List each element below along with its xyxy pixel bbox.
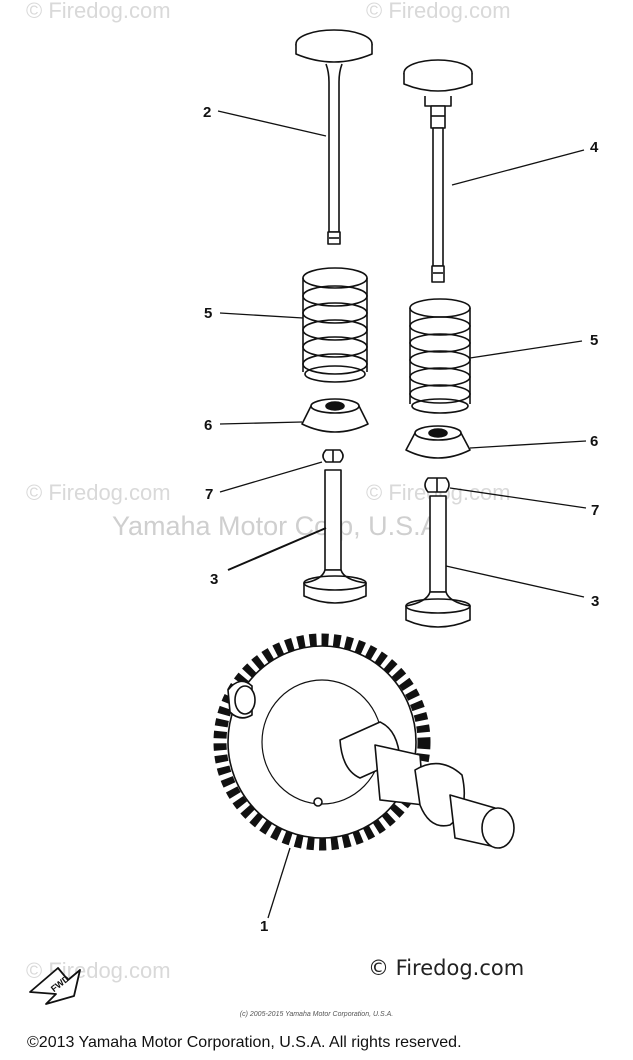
valve-part-3-left xyxy=(303,469,367,604)
callout-part-5-right: 5 xyxy=(590,332,598,349)
callout-part-3-right: 3 xyxy=(591,593,599,610)
watermark-top-left: © Firedog.com xyxy=(26,0,171,23)
fwd-arrow-icon xyxy=(29,967,81,1005)
watermark-center: Yamaha Motor Corp, U.S.A. xyxy=(112,511,446,541)
valve-part-2 xyxy=(295,29,373,245)
callout-part-6-left: 6 xyxy=(204,417,212,434)
callout-part-5-left: 5 xyxy=(204,305,212,322)
collet-part-7-left xyxy=(322,449,344,463)
spring-part-5-left xyxy=(302,267,368,383)
watermark-top-right: © Firedog.com xyxy=(366,0,511,23)
small-copyright: (c) 2005-2015 Yamaha Motor Corporation, … xyxy=(239,1011,394,1018)
valve-part-4 xyxy=(403,59,473,283)
collet-part-7-right xyxy=(424,477,450,493)
watermark-mid-left: © Firedog.com xyxy=(26,480,171,505)
callout-part-2: 2 xyxy=(203,104,211,121)
spring-part-5-right xyxy=(409,298,471,414)
callout-part-4: 4 xyxy=(590,139,599,156)
callout-part-7-right: 7 xyxy=(591,502,599,519)
callout-part-3-left: 3 xyxy=(210,571,218,588)
camshaft-gear-part-1 xyxy=(213,633,515,851)
valve-part-3-right xyxy=(405,495,471,628)
callout-part-7-left: 7 xyxy=(205,486,213,503)
retainer-part-6-right xyxy=(405,425,471,459)
callout-part-6-right: 6 xyxy=(590,433,598,450)
firedog-logo: © Firedog.com xyxy=(368,956,525,980)
footer-copyright: ©2013 Yamaha Motor Corporation, U.S.A. A… xyxy=(27,1034,462,1051)
retainer-part-6-left xyxy=(301,398,369,433)
callout-part-1: 1 xyxy=(260,918,268,935)
